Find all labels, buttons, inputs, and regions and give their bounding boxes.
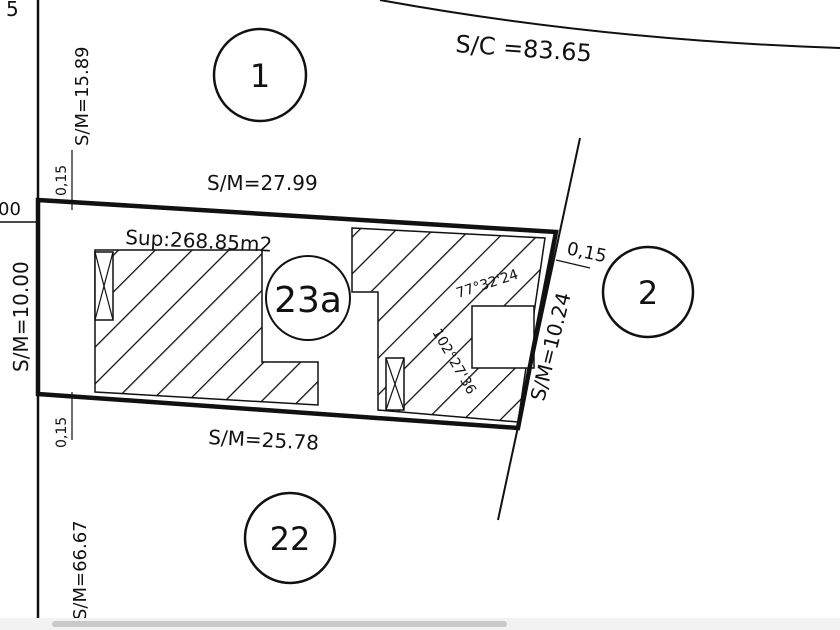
extension-line (555, 259, 591, 269)
lot-22-label: 22 (270, 520, 311, 558)
side-length-label: S/M=66.67 (70, 520, 91, 620)
offset-label: 0,15 (54, 165, 70, 196)
offset-label: 0,15 (54, 417, 70, 448)
side-length-label: S/M=15.89 (72, 46, 93, 146)
lot-1-label: 1 (250, 57, 270, 95)
corner-label: 5 (6, 0, 19, 21)
lot-2-marker: 2 (601, 245, 695, 339)
offset-label: 0,15 (565, 238, 609, 267)
lot-boundary (35, 197, 559, 431)
courtyard-void (471, 305, 535, 369)
top-side-length-label: S/M=27.99 (207, 171, 318, 195)
horizontal-scrollbar[interactable] (0, 618, 840, 630)
lot-2-label: 2 (638, 274, 658, 312)
lot-22-marker: 22 (243, 491, 337, 585)
lot-23a-marker: 23a (265, 255, 351, 341)
frontage-length-label: S/C =83.65 (455, 30, 593, 67)
lot-1-marker: 1 (212, 27, 308, 123)
building-footprint (94, 249, 319, 406)
stair-box (385, 357, 405, 411)
lot-23a-label: 23a (274, 280, 342, 321)
stair-box (94, 251, 114, 321)
scrollbar-thumb[interactable] (52, 621, 507, 627)
bottom-side-length-label: S/M=25.78 (208, 425, 320, 455)
edge-value-label: 00 (0, 199, 21, 220)
road-boundary-line (379, 0, 840, 49)
left-side-length-label: S/M=10.00 (9, 261, 33, 372)
